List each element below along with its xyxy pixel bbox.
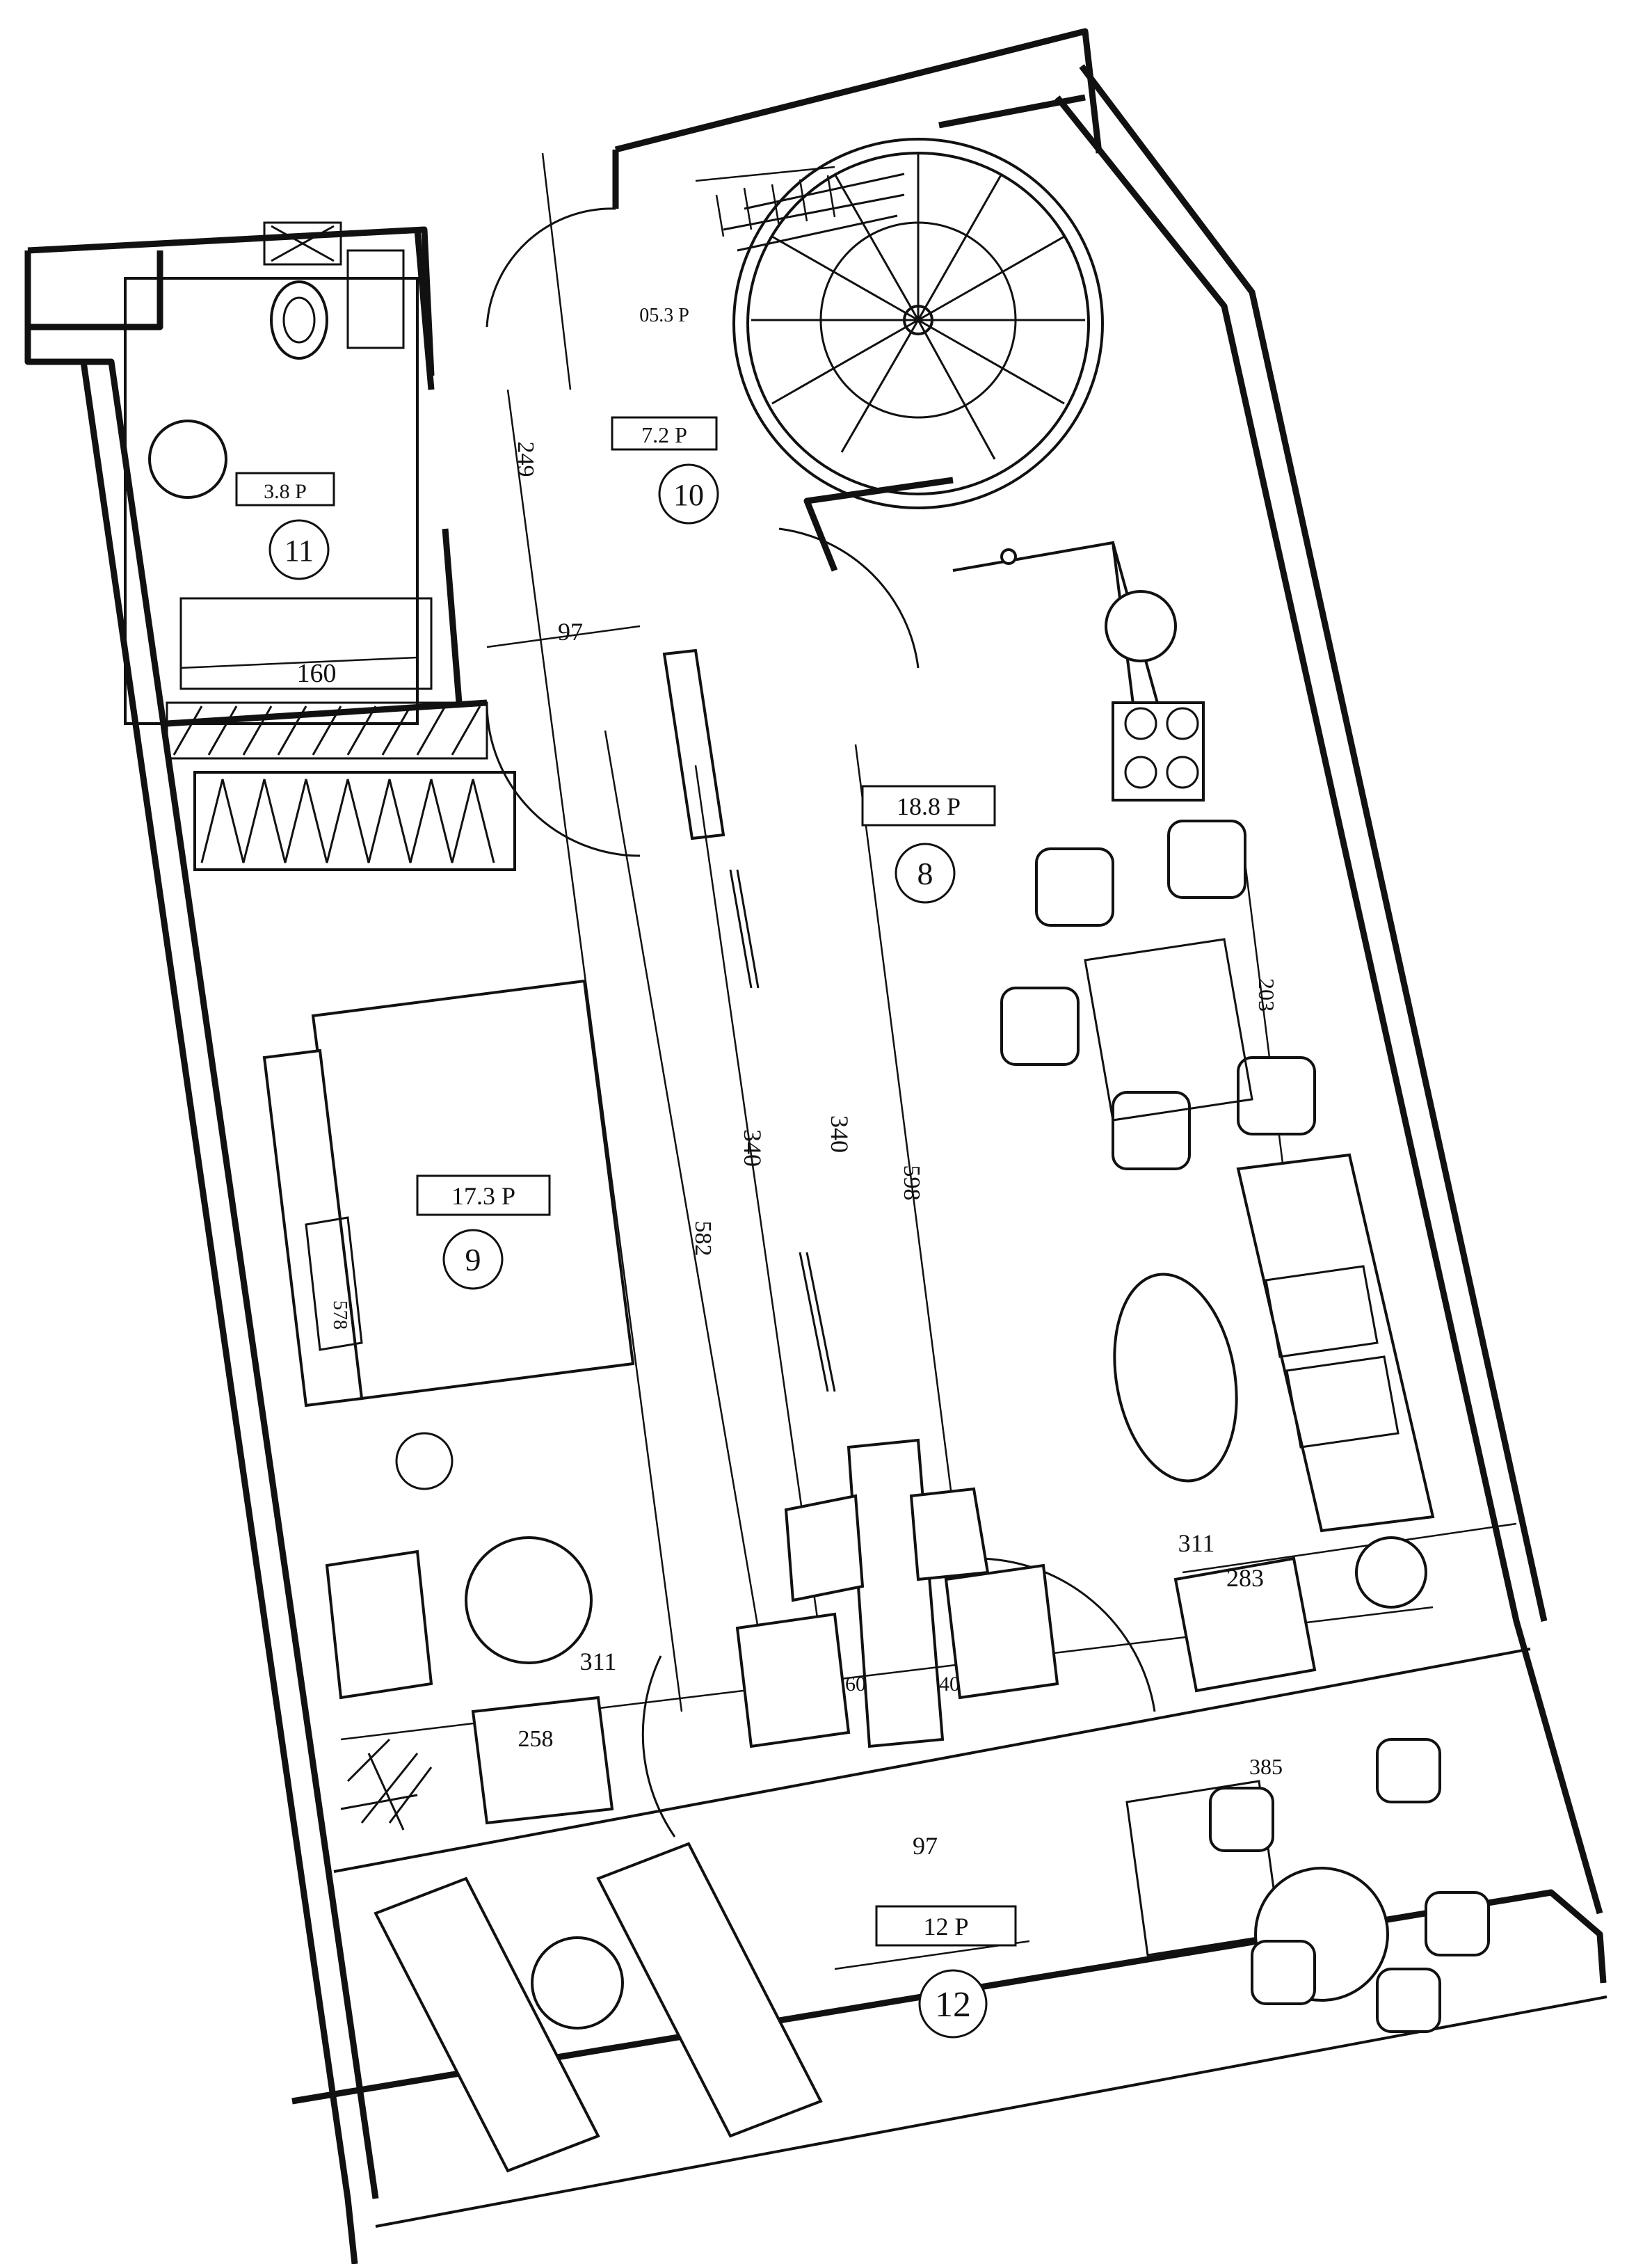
wall-hatching [173,705,836,1392]
dining-chair [1237,1056,1316,1135]
dim-582: 582 [690,1221,716,1257]
dim-203: 203 [1254,978,1279,1012]
room-12-number: 12 [935,1985,971,2025]
dim-340-left: 340 [739,1129,767,1167]
dim-249: 249 [513,442,538,477]
sink-icon [1105,590,1177,662]
armchair [944,1563,1059,1700]
room-9-furniture [262,979,635,1825]
dim-97-bottom: 97 [913,1832,938,1860]
armchair [909,1487,990,1581]
terrace-chair [1376,1738,1441,1803]
plant-icon [340,1738,433,1831]
armchair-lower [471,1696,614,1825]
cooktop [1112,701,1205,802]
terrace-chair [1425,1891,1490,1956]
dining-chair [1167,820,1246,899]
dining-chair [1112,1091,1191,1170]
armchair-left [325,1549,433,1700]
sofa-right [1236,1153,1435,1533]
terrace-chair [1251,1940,1316,2005]
coffee-table [1173,1556,1317,1693]
room-8-number: 8 [917,856,933,891]
dim-40: 40 [939,1673,960,1696]
room-10-area: 7.2 P [641,422,687,447]
room-11-number: 11 [284,534,314,568]
sun-lounger [374,1876,600,2173]
spiral-stair [695,153,1085,460]
room-12-area: 12 P [923,1913,968,1940]
sofa [262,1049,364,1408]
toilet-icon [270,280,328,360]
armchair [735,1612,851,1748]
room-8-furniture [735,548,1435,1956]
dim-283: 283 [1226,1564,1264,1592]
room-8-area: 18.8 P [897,792,961,820]
dim-311-right: 311 [1178,1529,1215,1557]
round-table [465,1536,593,1664]
dining-chair [1000,987,1080,1066]
dim-258: 258 [518,1726,554,1752]
dim-598: 598 [899,1165,924,1201]
washbasin-icon [148,420,227,499]
wc-fixtures [148,221,433,690]
stair-area: 05.3 P [639,305,689,326]
dim-340-right: 340 [826,1115,853,1153]
dim-97-top: 97 [558,618,583,646]
dim-385: 385 [1249,1754,1283,1779]
room-9-area: 17.3 P [451,1182,515,1210]
terrace-chair [1376,1968,1441,2033]
room-11-area: 3.8 P [264,480,307,503]
door-swings [486,207,1156,1837]
dim-160: 160 [297,659,337,688]
oval-coffee-table [1113,1273,1238,1483]
room-labels: 7.2 P 10 3.8 P 11 05.3 P 18.8 P 8 17.3 P… [235,305,1017,2039]
room-9-number: 9 [465,1242,481,1277]
armchair [784,1494,865,1602]
outer-walls [24,28,1607,2264]
dining-chair [1035,847,1114,927]
dim-578: 578 [329,1300,351,1330]
dim-60: 60 [845,1673,866,1696]
terrace-furniture [340,1738,1490,2173]
terrace-chair [1209,1787,1274,1852]
dim-311-left: 311 [580,1648,617,1675]
room-10-number: 10 [673,478,704,512]
sun-lounger [596,1842,823,2138]
dimension-labels: 160 249 97 340 340 598 582 311 311 283 2… [297,442,1283,1860]
